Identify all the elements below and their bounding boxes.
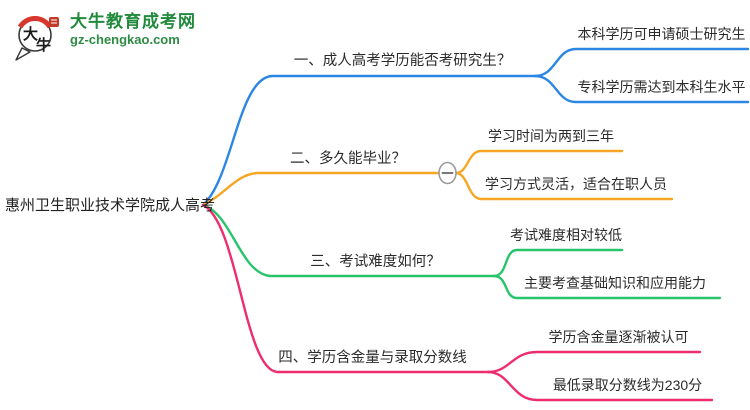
- branch4-title[interactable]: 四、学历含金量与录取分数线: [278, 350, 467, 366]
- logo-char-niu: 牛: [36, 36, 51, 54]
- leaf-node[interactable]: 专科学历需达到本科生水平: [577, 79, 746, 95]
- branch2-lines: [201, 149, 674, 207]
- site-logo: 大 牛 大牛教育成考网 gz-chengkao.com: [12, 8, 196, 62]
- logo-char-da: 大: [23, 25, 38, 43]
- branch3-title[interactable]: 三、考试难度如何？: [310, 254, 441, 270]
- root-node[interactable]: 惠州卫生职业技术学院成人高考: [5, 197, 216, 214]
- logo-seal: [49, 17, 59, 27]
- leaf-node[interactable]: 最低录取分数线为230分: [552, 377, 703, 393]
- leaf-node[interactable]: 学历含金量逐渐被认可: [548, 329, 689, 345]
- leaf-node[interactable]: 考试难度相对较低: [510, 227, 622, 243]
- branch3-lines: [201, 203, 722, 300]
- leaf-node[interactable]: 本科学历可申请硕士研究生: [577, 26, 746, 42]
- branch1-lines: [201, 47, 750, 207]
- logo-domain: gz-chengkao.com: [70, 32, 180, 47]
- branch4-lines: [201, 203, 714, 402]
- logo-title: 大牛教育成考网: [70, 12, 196, 31]
- logo-bull-icon: 大 牛: [15, 16, 59, 61]
- branch2-title[interactable]: 二、多久能毕业？: [290, 151, 406, 167]
- collapse-toggle[interactable]: [438, 161, 457, 185]
- leaf-node[interactable]: 学习时间为两到三年: [488, 128, 614, 144]
- leaf-node[interactable]: 学习方式灵活，适合在职人员: [485, 176, 667, 192]
- leaf-node[interactable]: 主要考查基础知识和应用能力: [524, 275, 706, 291]
- branch1-title[interactable]: 一、成人高考学历能否考研究生？: [293, 53, 512, 69]
